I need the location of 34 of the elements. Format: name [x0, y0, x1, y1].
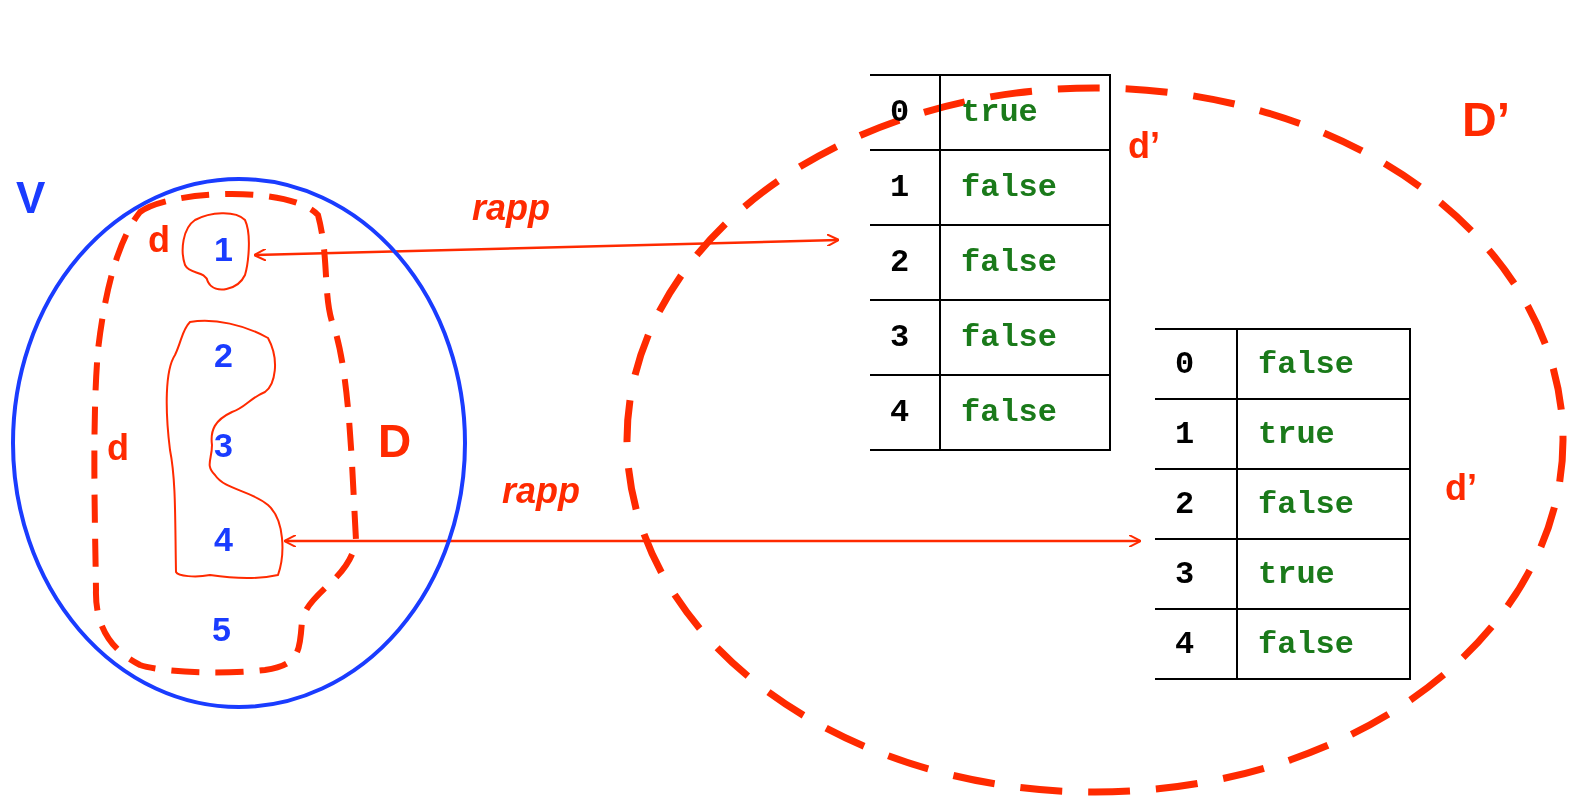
subset-label: d’ — [1128, 128, 1160, 164]
value-cell: false — [940, 225, 1110, 300]
value-cell: true — [940, 75, 1110, 150]
index-cell: 1 — [1155, 399, 1237, 469]
value-cell: true — [1237, 399, 1410, 469]
index-cell: 3 — [870, 300, 940, 375]
value-cell: false — [940, 150, 1110, 225]
index-cell: 4 — [1155, 609, 1237, 679]
element-number: 4 — [214, 522, 233, 556]
set-label: V — [16, 176, 46, 220]
value-cell: false — [940, 375, 1110, 450]
index-cell: 1 — [870, 150, 940, 225]
subset-label: d — [148, 222, 170, 258]
element-number: 5 — [212, 612, 231, 646]
value-cell: false — [940, 300, 1110, 375]
index-cell: 0 — [1155, 329, 1237, 399]
element-number: 3 — [214, 428, 233, 462]
index-cell: 0 — [870, 75, 940, 150]
value-cell: false — [1237, 469, 1410, 539]
value-cell: false — [1237, 609, 1410, 679]
set-label: D — [378, 418, 412, 464]
double-arrow — [253, 233, 840, 262]
index-cell: 2 — [1155, 469, 1237, 539]
element-number: 1 — [214, 232, 233, 266]
subset-label: d’ — [1445, 470, 1477, 506]
element-number: 2 — [214, 338, 233, 372]
value-cell: true — [1237, 539, 1410, 609]
index-cell: 2 — [870, 225, 940, 300]
index-cell: 4 — [870, 375, 940, 450]
index-cell: 3 — [1155, 539, 1237, 609]
value-cell: false — [1237, 329, 1410, 399]
double-arrow — [283, 534, 1142, 548]
set-label: D’ — [1462, 96, 1510, 144]
subset-label: d — [107, 430, 129, 466]
